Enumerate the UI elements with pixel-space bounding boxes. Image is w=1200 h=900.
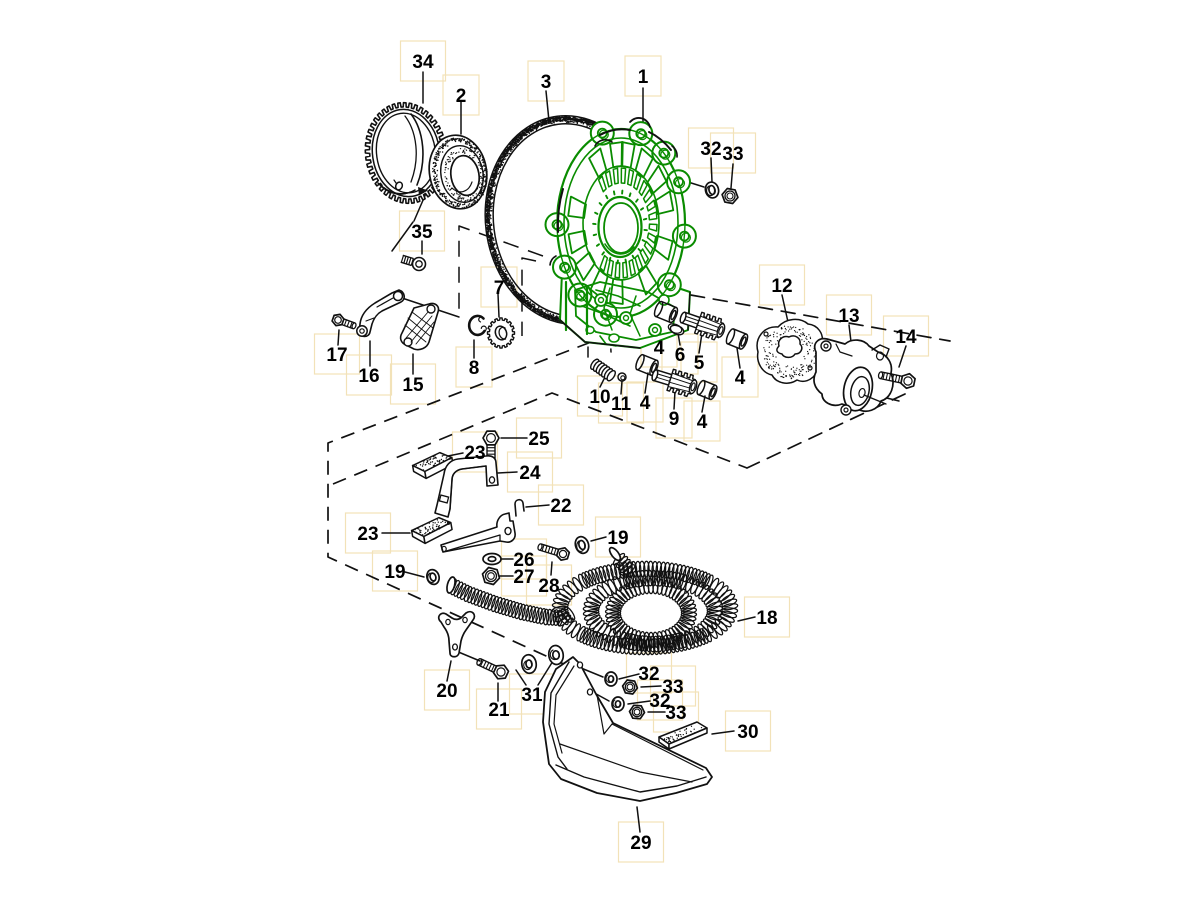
svg-text:11: 11 [611,394,632,415]
svg-text:25: 25 [528,429,550,450]
svg-text:18: 18 [756,608,777,629]
svg-text:33: 33 [662,677,683,698]
svg-text:15: 15 [402,375,424,396]
svg-text:33: 33 [722,144,743,165]
svg-text:21: 21 [488,700,510,721]
svg-text:9: 9 [669,409,680,430]
svg-text:33: 33 [665,703,686,724]
svg-text:23: 23 [464,443,485,464]
svg-text:32: 32 [638,664,659,685]
svg-text:12: 12 [771,276,792,297]
svg-text:7: 7 [494,278,505,299]
svg-text:17: 17 [326,345,347,366]
svg-text:29: 29 [630,833,651,854]
svg-text:10: 10 [589,387,610,408]
svg-text:3: 3 [541,72,552,93]
svg-text:28: 28 [538,576,559,597]
svg-text:16: 16 [358,366,379,387]
svg-text:34: 34 [412,52,434,73]
svg-text:19: 19 [384,562,405,583]
svg-text:27: 27 [513,567,534,588]
svg-text:5: 5 [694,353,705,374]
svg-text:20: 20 [436,681,457,702]
svg-text:13: 13 [838,306,859,327]
svg-text:23: 23 [357,524,378,545]
svg-text:4: 4 [697,412,708,433]
svg-text:4: 4 [640,393,651,414]
svg-text:4: 4 [654,338,665,359]
svg-text:22: 22 [550,496,571,517]
svg-text:26: 26 [513,550,534,571]
svg-text:31: 31 [521,685,543,706]
svg-text:30: 30 [737,722,758,743]
svg-text:35: 35 [411,222,433,243]
svg-text:32: 32 [700,139,721,160]
svg-text:8: 8 [469,358,480,379]
svg-text:14: 14 [895,327,917,348]
svg-text:1: 1 [638,67,649,88]
svg-text:2: 2 [456,86,467,107]
svg-text:19: 19 [607,528,628,549]
svg-text:32: 32 [649,691,670,712]
svg-text:24: 24 [519,463,541,484]
svg-text:4: 4 [735,368,746,389]
svg-text:6: 6 [675,345,686,366]
